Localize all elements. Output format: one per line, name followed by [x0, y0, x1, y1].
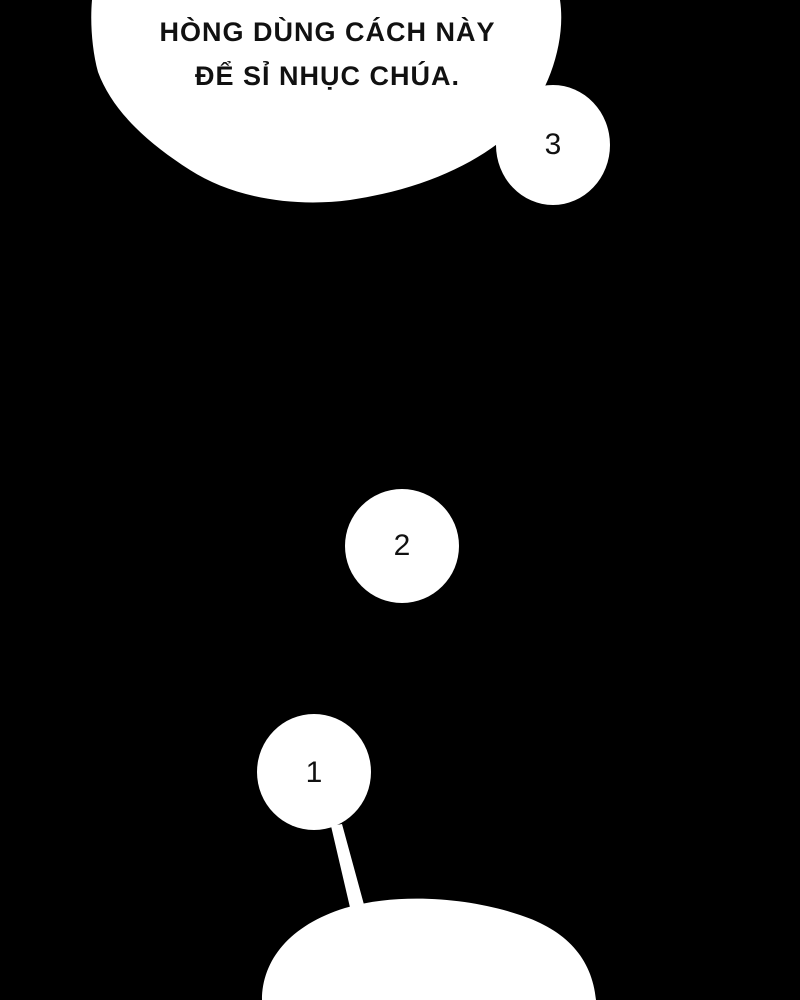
thought-bubble-3 — [496, 85, 610, 205]
bottom-speech-bubble — [262, 898, 596, 1000]
top-speech-bubble — [91, 0, 562, 203]
bubble-tail — [331, 824, 366, 916]
thought-number-1: 1 — [305, 756, 323, 789]
thought-bubble-1 — [257, 714, 371, 830]
thought-number-2: 2 — [393, 529, 411, 562]
thought-number-3: 3 — [544, 128, 562, 161]
dialogue-line-1: HÒNG DÙNG CÁCH NÀY — [159, 17, 496, 47]
thought-bubble-2 — [345, 489, 459, 603]
dialogue-line-2: ĐỂ SỈ NHỤC CHÚA. — [194, 61, 460, 91]
